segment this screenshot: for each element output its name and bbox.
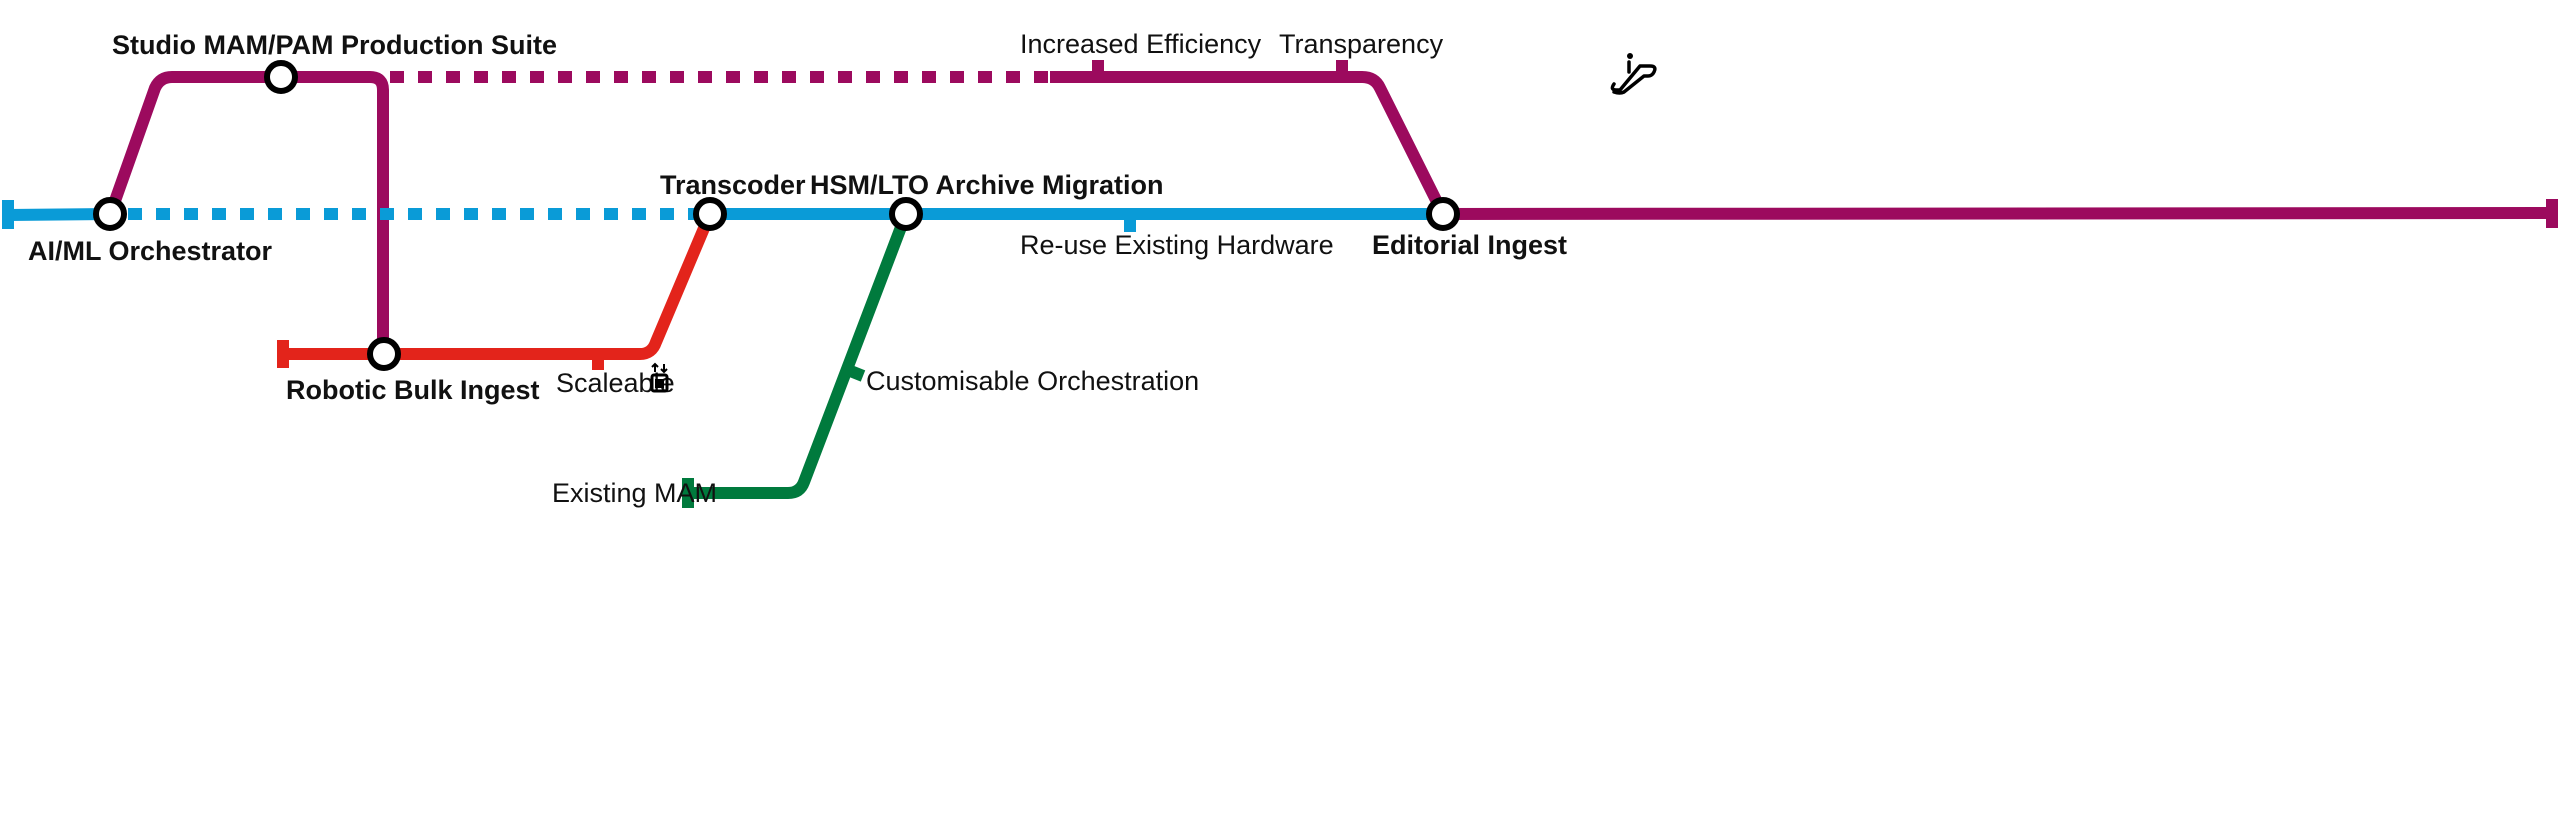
escalator-icon [1610,53,1657,95]
station-aiml[interactable] [93,197,127,231]
label-hsm: HSM/LTO Archive Migration [810,170,1164,200]
label-reuse: Re-use Existing Hardware [1020,230,1334,260]
label-scaleable: Scaleable [556,368,675,398]
station-transcoder[interactable] [693,197,727,231]
station-editorial[interactable] [1426,197,1460,231]
label-efficiency: Increased Efficiency [1020,29,1262,59]
station-hsm[interactable] [889,197,923,231]
label-transparency: Transparency [1279,29,1444,59]
station-robotic[interactable] [367,337,401,371]
label-editorial: Editorial Ingest [1372,230,1567,260]
green-line [682,211,912,508]
label-aiml: AI/ML Orchestrator [28,236,273,266]
label-customisable: Customisable Orchestration [866,366,1199,396]
blue-line [2,200,1443,232]
station-studio[interactable] [264,60,298,94]
purple-line [104,60,2558,355]
label-transcoder: Transcoder [660,170,806,200]
label-existing-mam: Existing MAM [552,478,717,508]
elevator-icon [650,362,669,393]
tick-customisable [845,364,866,382]
label-studio: Studio MAM/PAM Production Suite [112,30,557,60]
label-robotic: Robotic Bulk Ingest [286,375,540,405]
red-line [277,211,716,370]
